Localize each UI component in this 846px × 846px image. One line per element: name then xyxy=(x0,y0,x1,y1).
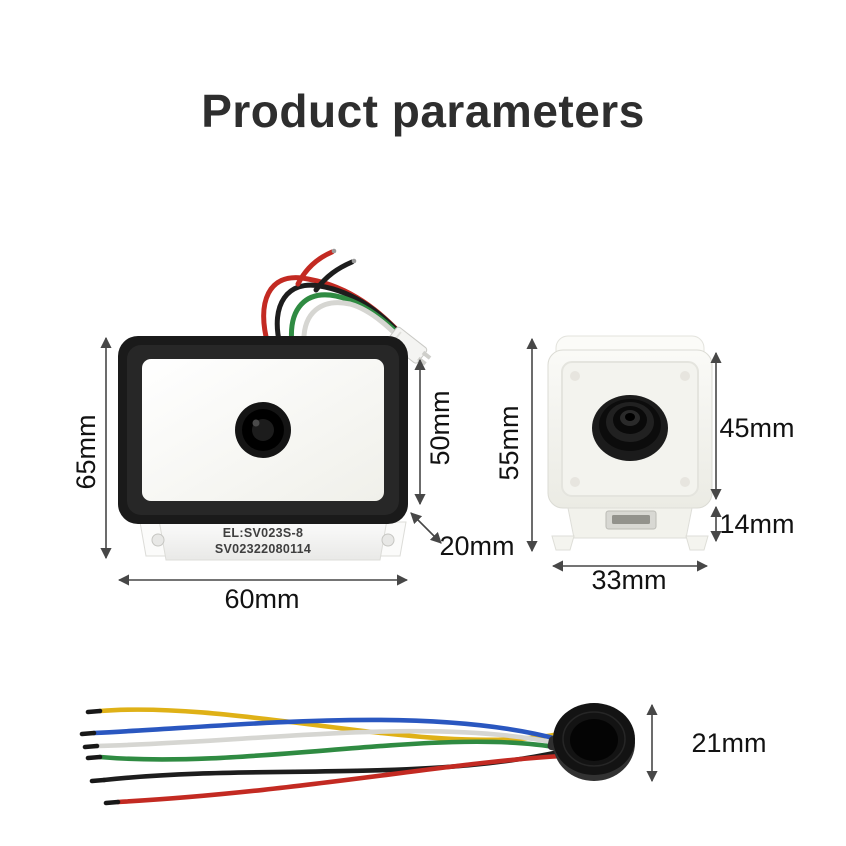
screw-boss xyxy=(680,371,690,381)
vibration-disc xyxy=(547,703,635,781)
page-title: Product parameters xyxy=(201,85,645,137)
bare-wire-tip xyxy=(331,248,337,254)
dimension-lines xyxy=(100,336,722,783)
dim-label-14mm: 14mm xyxy=(719,509,795,539)
cable-wires xyxy=(91,707,565,805)
dim-label-60mm: 60mm xyxy=(224,584,300,614)
screw-boss xyxy=(570,477,580,487)
wire-blue xyxy=(91,717,564,743)
cable-assembly-illustration xyxy=(79,703,635,806)
screw-boss xyxy=(680,477,690,487)
label-line1: EL:SV023S-8 xyxy=(222,526,304,540)
label-line2: SV02322080114 xyxy=(214,542,312,557)
wire-tips xyxy=(79,708,121,806)
dim-label-45mm: 45mm xyxy=(719,413,795,443)
dim-label-21mm: 21mm xyxy=(691,728,767,758)
left-module-lens xyxy=(235,402,291,458)
wire-white xyxy=(94,728,565,749)
right-module-lens xyxy=(592,395,668,461)
disc-center xyxy=(570,719,618,761)
wire-stray-black xyxy=(313,259,355,293)
wire-black xyxy=(101,749,562,783)
wire-tip xyxy=(82,743,100,750)
wire-tip xyxy=(103,799,121,806)
dim-label-50mm: 50mm xyxy=(425,390,455,466)
left-module-bracket xyxy=(139,513,407,561)
dim-label-65mm: 65mm xyxy=(71,414,101,490)
mount-hole xyxy=(151,533,165,547)
dim-label-20mm: 20mm xyxy=(439,531,515,561)
wire-tip xyxy=(79,730,97,737)
connector-pin xyxy=(421,350,432,360)
dim-label-55mm: 55mm xyxy=(494,405,524,481)
wire-tip xyxy=(85,708,103,715)
left-module-wires xyxy=(261,249,415,353)
right-module-port xyxy=(605,510,657,530)
wire-red xyxy=(115,753,565,805)
bare-wire-tip xyxy=(351,258,357,264)
right-module-illustration xyxy=(547,335,713,551)
mount-tab xyxy=(685,535,709,551)
wire-green xyxy=(97,739,563,762)
wire-yellow xyxy=(97,707,563,743)
mount-hole xyxy=(381,533,395,547)
wire-tip xyxy=(85,754,103,761)
wire-tip xyxy=(89,777,107,784)
port-slot xyxy=(612,515,650,524)
left-module-illustration xyxy=(118,248,432,561)
screw-boss xyxy=(570,371,580,381)
dim-label-33mm: 33mm xyxy=(591,565,667,595)
dim-line-20mm xyxy=(410,512,442,544)
lens-aperture xyxy=(625,413,635,421)
disc-groove xyxy=(562,711,626,767)
lens-glint xyxy=(252,419,260,427)
mount-tab xyxy=(551,535,575,551)
left-module-printed-label: EL:SV023S-8 SV02322080114 xyxy=(183,525,343,558)
wire-stray-red xyxy=(295,249,335,287)
